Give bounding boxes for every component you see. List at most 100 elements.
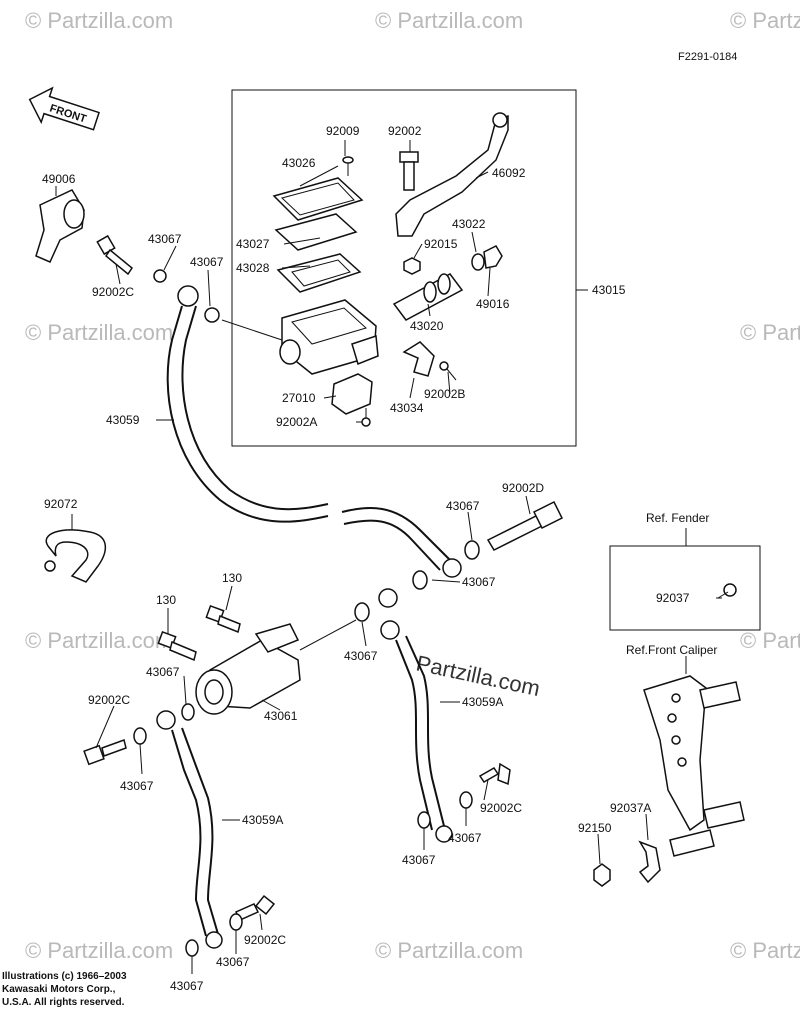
part-43020-piston [392,273,464,321]
part-43026-cap [272,177,364,221]
part-number-label: 43067 [402,853,436,867]
part-number-label: 49006 [42,172,76,186]
part-labels: 49006 92009 92002 46092 43026 43022 4302… [42,124,690,993]
watermark: © Partzilla.com [730,938,800,963]
part-caliper-bracket [643,675,745,857]
part-49016 [483,245,503,269]
part-number-label: 130 [156,593,176,607]
part-43067-washer [133,727,147,745]
part-92002C-bolt-left [83,739,127,766]
copyright-notice: Illustrations (c) 1966–2003 Kawasaki Mot… [2,970,127,1009]
part-43067-washer [464,540,480,560]
part-92072-clamp [44,529,106,583]
part-number-label: 92002B [424,387,465,401]
part-43067-washer [459,791,473,809]
part-number-label: 43020 [410,319,444,333]
assembly-frame-43015 [231,89,577,447]
front-arrow: FRONT [28,86,100,131]
part-number-label: 43059A [462,695,503,709]
part-number-label: 43067 [148,232,182,246]
part-43067-washer [153,269,167,283]
part-number-label: 92002A [276,415,317,429]
part-49006 [35,189,85,263]
watermark: © Partzilla.com [375,8,523,33]
part-92037-clip [717,583,737,599]
part-number-label: 92002C [88,693,130,707]
part-92150-bolt [593,863,611,887]
watermarks: © Partzilla.com © Partzilla.com © Partzi… [25,8,800,963]
part-number-label: 92002C [480,801,522,815]
part-92002C-bolt-right [478,762,511,786]
part-number-label: 43067 [462,575,496,589]
part-43067-washer [181,703,195,721]
part-92002D-bolt [486,500,564,551]
ref-fender-label: Ref. Fender [646,511,709,525]
ref-front-caliper-label: Ref.Front Caliper [626,643,717,657]
watermark: © Partzilla.com [740,628,800,653]
part-92037A-clip [638,840,661,884]
part-number-label: 43028 [236,261,270,275]
part-43067-washer [204,307,220,323]
copyright-line: Kawasaki Motors Corp., [2,984,116,995]
part-92009-screw [342,156,354,176]
part-43059A-hose-right [378,588,453,843]
watermark: © Partzilla.com [740,320,800,345]
part-43061-cylinder [195,623,301,715]
part-number-label: 92002 [388,124,422,138]
part-number-label: 92002C [92,285,134,299]
part-92002-bolt [399,151,419,191]
ref-fender-box [609,545,761,631]
part-92015-nut [403,257,421,275]
part-43067-washer [185,939,199,957]
figure-code: F2291-0184 [678,51,737,63]
part-number-label: 43059 [106,413,140,427]
part-number-label: 92009 [326,124,360,138]
part-43027-plate [274,213,358,251]
watermark: © Partzilla.com [25,320,173,345]
part-number-label: 46092 [492,166,526,180]
part-number-label: 43067 [448,831,482,845]
part-92002C-bolt-lower [234,894,276,921]
part-number-label: 43067 [146,665,180,679]
part-43022 [471,253,485,271]
leader-lines [55,140,722,974]
part-number-label: 43061 [264,709,298,723]
watermark: © Partzilla.com [25,628,173,653]
part-27010-switch [331,373,373,415]
part-number-label: 43067 [344,649,378,663]
part-43059-hose [166,285,462,578]
part-number-label: 43026 [282,156,316,170]
part-number-label: 43015 [592,283,626,297]
part-number-label: 92037A [610,801,651,815]
part-43059A-hose-left [156,710,223,949]
watermark: © Partzilla.com [730,8,800,33]
part-92002B-screw [439,361,457,381]
part-number-label: 43067 [170,979,204,993]
part-43067-washer [412,570,428,590]
part-43028-diaphragm [276,253,362,293]
part-number-label: 43067 [120,779,154,793]
part-number-label: 92072 [44,497,78,511]
watermark: © Partzilla.com [25,8,173,33]
part-number-label: 27010 [282,391,316,405]
part-number-label: 43067 [190,255,224,269]
part-43015-body [279,299,379,375]
watermark: © Partzilla.com [25,938,173,963]
part-number-label: 43027 [236,237,270,251]
part-number-label: 92037 [656,591,690,605]
part-number-label: 130 [222,571,242,585]
part-number-label: 92002D [502,481,544,495]
part-number-label: 43034 [390,401,424,415]
part-number-label: 43059A [242,813,283,827]
watermark-center: Partzilla.com [414,650,542,701]
part-number-label: 43022 [452,217,486,231]
part-43067-washer [354,602,370,622]
part-number-label: 92015 [424,237,458,251]
part-92002C-top [96,234,134,276]
copyright-line: Illustrations (c) 1966–2003 [2,971,127,982]
copyright-line: U.S.A. All rights reserved. [2,997,125,1008]
part-number-label: 43067 [446,499,480,513]
part-number-label: 43067 [216,955,250,969]
part-43067-washer [417,811,431,829]
